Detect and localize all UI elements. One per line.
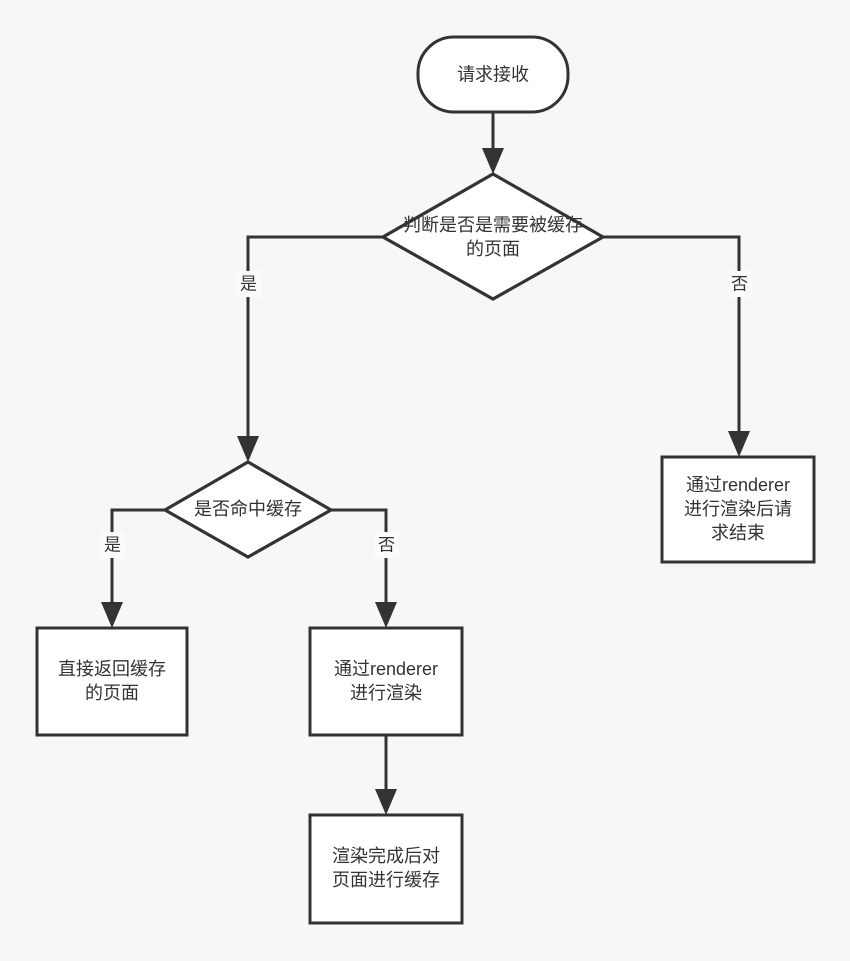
node-label-line-1: 判断是否是需要被缓存 bbox=[403, 215, 583, 235]
edge-start-to-decision bbox=[482, 112, 504, 174]
node-label-line-2: 页面进行缓存 bbox=[332, 870, 440, 890]
edge-cachehit-no: 否 bbox=[331, 508, 399, 628]
edge-render-to-cache bbox=[375, 735, 397, 815]
edge-label-background bbox=[100, 532, 125, 558]
node-label-line-3: 求结束 bbox=[711, 523, 765, 543]
edge-label-background bbox=[374, 532, 399, 558]
node-start[interactable]: 请求接收 bbox=[416, 35, 570, 114]
arrow-head-icon bbox=[375, 789, 397, 815]
node-cache-page[interactable]: 渲染完成后对 页面进行缓存 bbox=[308, 813, 464, 925]
node-render-and-end[interactable]: 通过renderer 进行渲染后请 求结束 bbox=[660, 455, 816, 564]
node-shape-rectangle bbox=[660, 455, 816, 564]
arrow-head-icon bbox=[482, 148, 504, 174]
edge-label: 否 bbox=[378, 535, 395, 554]
edge-line bbox=[110, 508, 165, 606]
node-return-cached[interactable]: 直接返回缓存 的页面 bbox=[35, 626, 189, 737]
edge-cacheable-yes: 是 bbox=[236, 235, 383, 462]
node-shape-rectangle bbox=[35, 626, 189, 737]
edge-line bbox=[331, 508, 388, 606]
edge-line bbox=[603, 235, 741, 435]
edge-label: 否 bbox=[731, 274, 748, 293]
node-label-line-1: 渲染完成后对 bbox=[332, 846, 440, 866]
node-shape-diamond bbox=[161, 460, 335, 559]
edge-label-background bbox=[727, 271, 752, 297]
node-shape-diamond bbox=[379, 172, 607, 301]
arrow-head-icon bbox=[728, 431, 750, 457]
node-label-line-2: 进行渲染后请 bbox=[684, 499, 792, 519]
edge-label: 是 bbox=[240, 274, 257, 293]
edge-cacheable-no: 否 bbox=[603, 235, 752, 457]
node-label-line-1: 直接返回缓存 bbox=[58, 659, 166, 679]
edge-line bbox=[246, 235, 383, 440]
node-shape-rectangle bbox=[308, 813, 464, 925]
arrow-head-icon bbox=[375, 602, 397, 628]
arrow-head-icon bbox=[101, 602, 123, 628]
arrow-head-icon bbox=[237, 436, 259, 462]
node-label: 请求接收 bbox=[457, 64, 529, 84]
node-label-line-2: 进行渲染 bbox=[350, 683, 422, 703]
edge-label-background bbox=[236, 271, 261, 297]
node-render[interactable]: 通过renderer 进行渲染 bbox=[308, 626, 464, 737]
edge-cachehit-yes: 是 bbox=[100, 508, 165, 628]
node-label: 是否命中缓存 bbox=[194, 499, 302, 519]
node-label-line-1: 通过renderer bbox=[334, 659, 438, 679]
node-shape-rectangle bbox=[308, 626, 464, 737]
node-shape-rounded-rectangle bbox=[416, 35, 570, 114]
edge-label: 是 bbox=[104, 535, 121, 554]
node-label-line-1: 通过renderer bbox=[686, 475, 790, 495]
node-decision-cache-hit[interactable]: 是否命中缓存 bbox=[161, 460, 335, 559]
node-decision-cacheable[interactable]: 判断是否是需要被缓存 的页面 bbox=[379, 172, 607, 301]
node-label-line-2: 的页面 bbox=[466, 239, 520, 259]
node-label-line-2: 的页面 bbox=[85, 683, 139, 703]
